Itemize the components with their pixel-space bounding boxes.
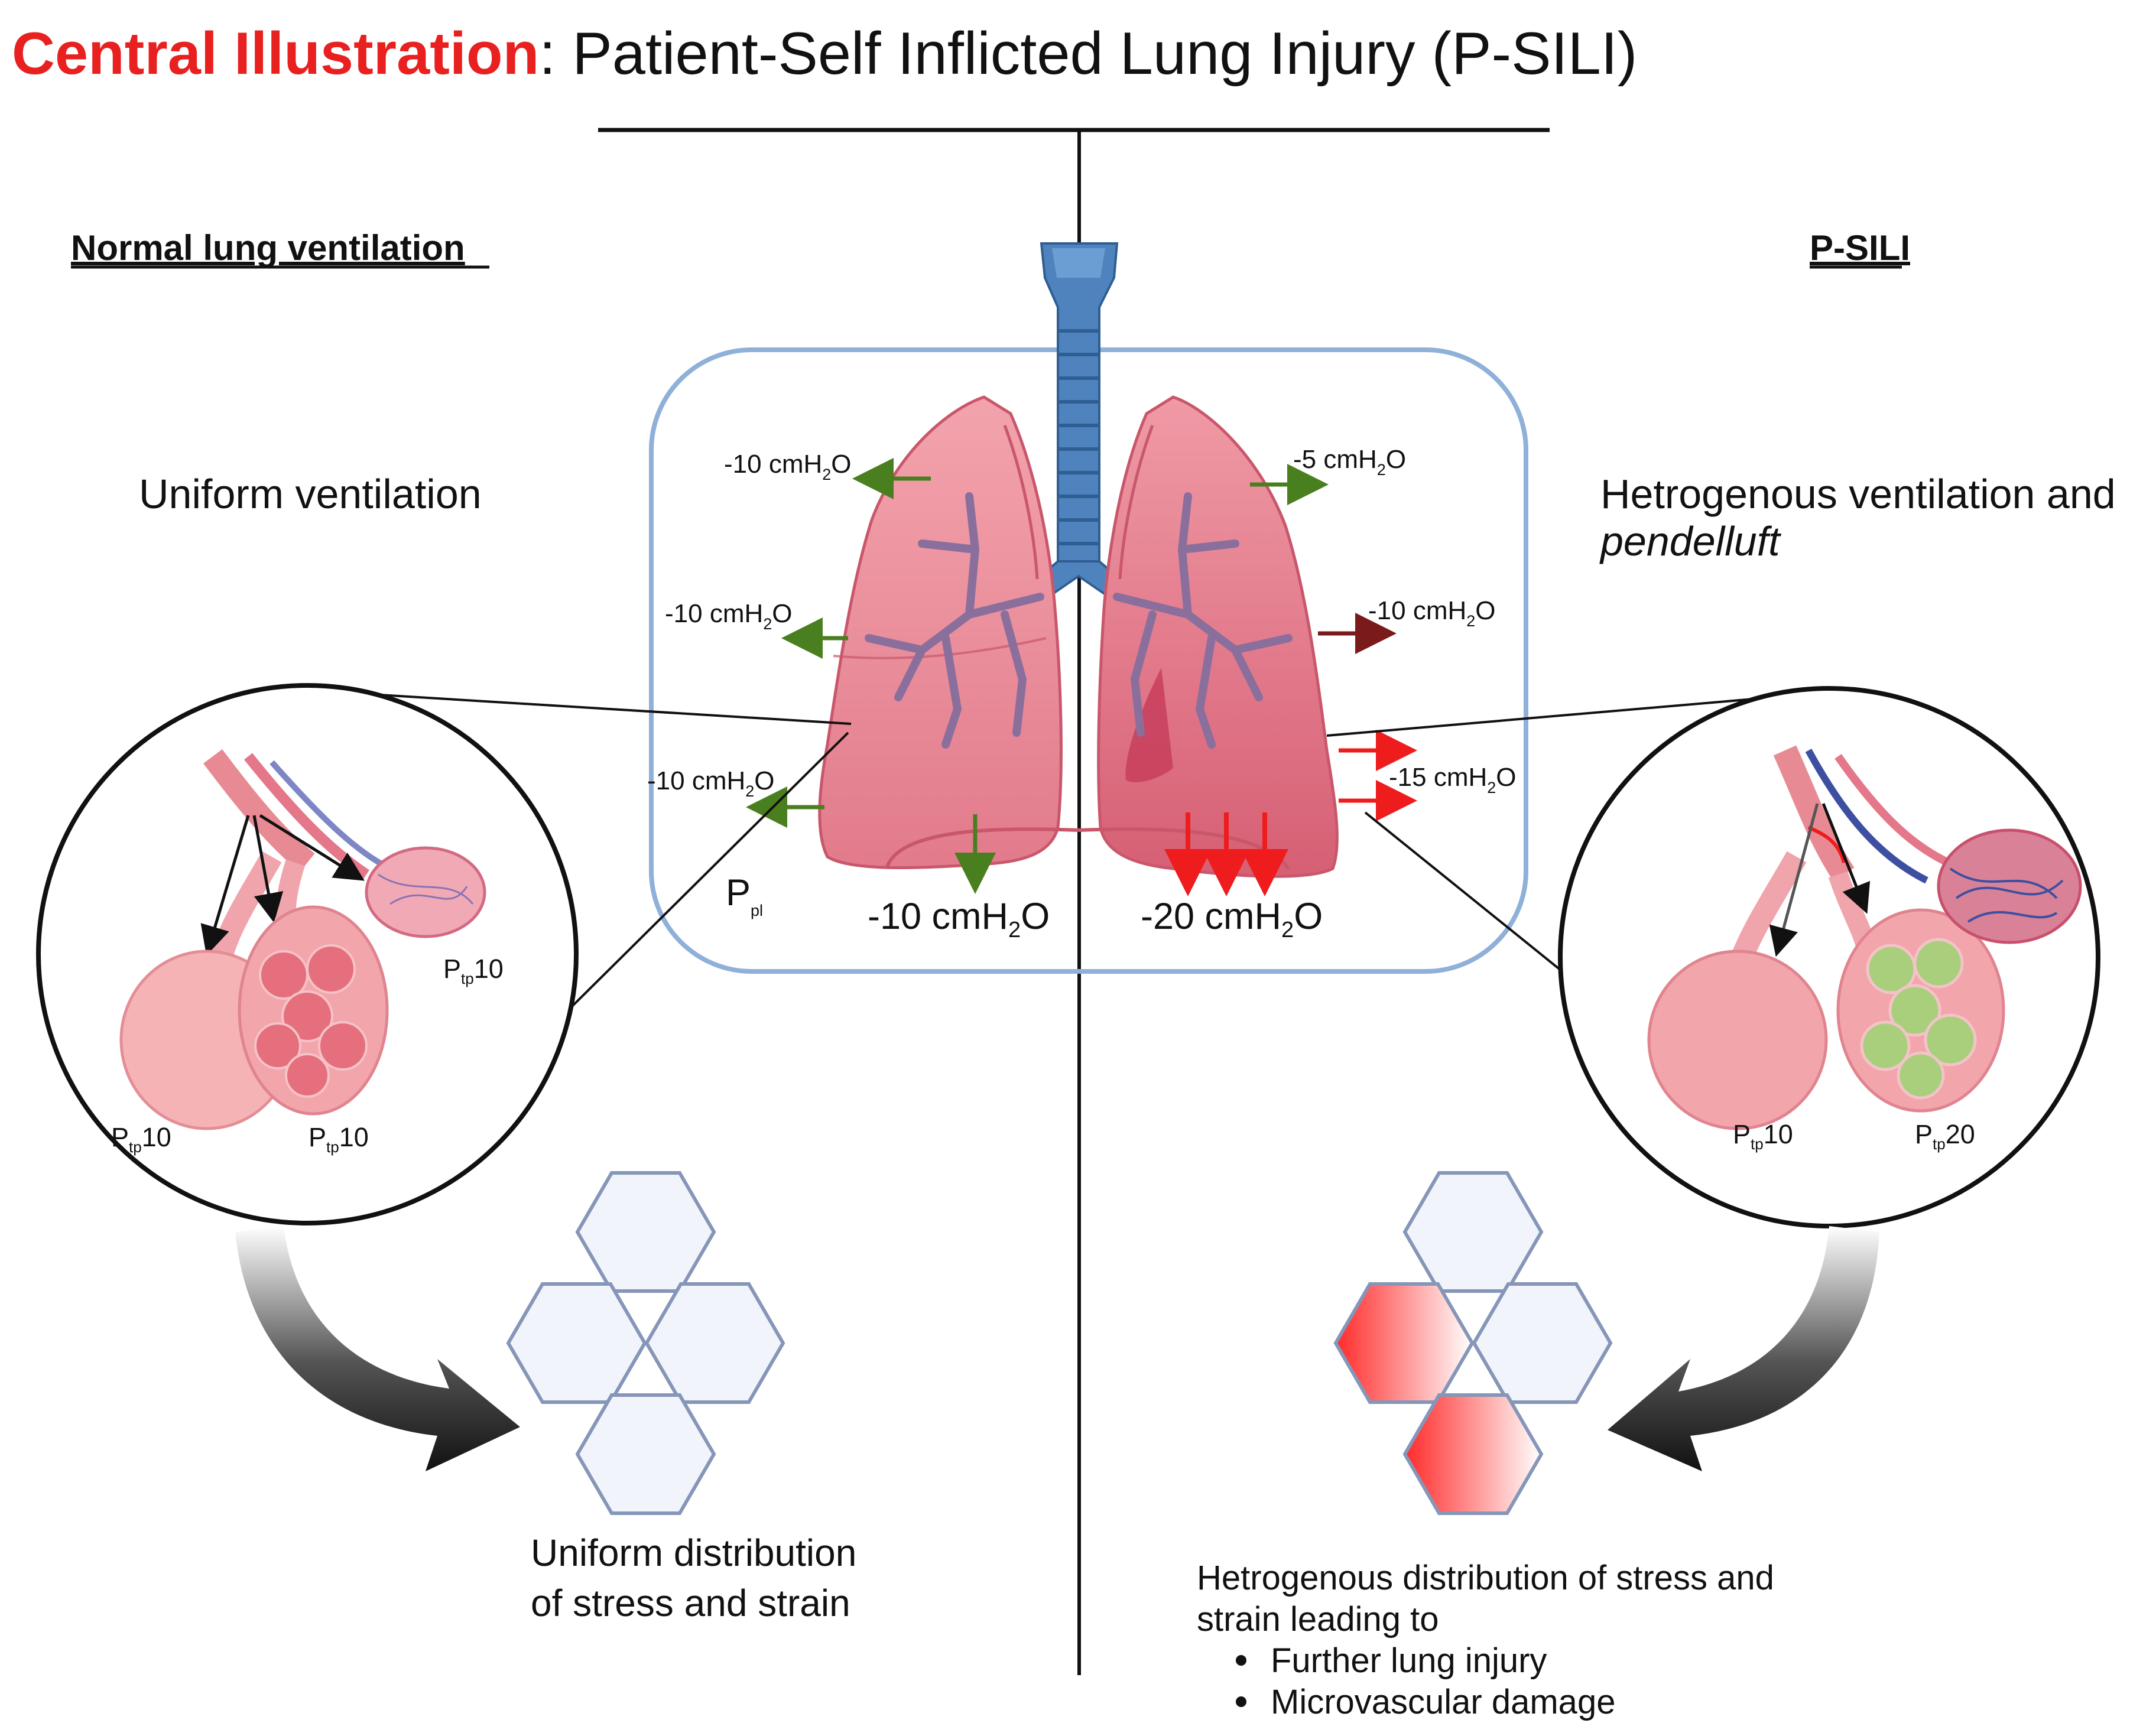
right-caption-line2: strain leading to (1197, 1600, 1439, 1639)
right-bullet-item: Further lung injury (1271, 1641, 1547, 1680)
right-hexagon-grid (1333, 1171, 1613, 1515)
hexagon-cell (575, 1393, 716, 1515)
bullet-dot (1236, 1696, 1246, 1707)
title-highlight: Central Illustration (12, 21, 539, 87)
right-pressure-label: -15 cmH2O (1389, 763, 1517, 797)
page-title: Central Illustration: Patient-Self Infli… (12, 21, 1637, 87)
right-description-line2: pendelluft (1599, 518, 1781, 564)
left-pressure-label: -10 cmH2O (724, 450, 852, 483)
left-alveoli-icon (119, 749, 486, 1130)
right-alveoli-icon (1647, 745, 2082, 1130)
left-ptp-label-lower-left: Ptp10 (111, 1122, 171, 1156)
left-pressure-label: -10 cmH2O (647, 766, 775, 800)
right-pressure-arrows (1164, 464, 1417, 896)
right-bullet-item: Microvascular damage (1271, 1683, 1615, 1721)
left-curved-arrow-icon (235, 1226, 520, 1471)
bullet-dot (1236, 1655, 1246, 1666)
diaphragm-left-pressure: -10 cmH2O (868, 896, 1050, 942)
right-heading: P-SILI (1810, 228, 1910, 268)
right-description-line1: Hetrogenous ventilation and (1600, 471, 2116, 517)
left-ptp-label-lower-right: Ptp10 (309, 1122, 369, 1156)
hexagon-cell (1472, 1282, 1613, 1404)
hexagon-cell (1402, 1393, 1544, 1515)
left-pressure-label: -10 cmH2O (665, 599, 793, 633)
diaphragm-line (885, 827, 1290, 870)
hexagon-cell (575, 1171, 716, 1293)
left-caption-line1: Uniform distribution (531, 1532, 856, 1574)
left-description: Uniform ventilation (139, 471, 482, 517)
left-hexagon-grid (506, 1171, 785, 1515)
right-ptp-label-right: Ptp20 (1915, 1119, 1975, 1153)
left-heading: Normal lung ventilation (71, 228, 465, 268)
hexagon-cell (1402, 1171, 1544, 1293)
right-curved-arrow-icon (1608, 1226, 1879, 1471)
right-pressure-label: -10 cmH2O (1368, 596, 1496, 630)
right-ptp-label-left: Ptp10 (1733, 1119, 1793, 1153)
left-ptp-label-upper: Ptp10 (443, 954, 504, 987)
left-lung-icon (818, 395, 1063, 869)
pleural-pressure-label: Ppl (726, 872, 763, 919)
diaphragm-right-pressure: -20 cmH2O (1141, 896, 1323, 942)
hexagon-cell (506, 1282, 647, 1404)
hexagon-cell (644, 1282, 785, 1404)
left-caption-line2: of stress and strain (531, 1582, 850, 1624)
hexagon-cell (1333, 1282, 1475, 1404)
right-caption-line1: Hetrogenous distribution of stress and (1197, 1559, 1774, 1597)
title-rest: : Patient-Self Inflicted Lung Injury (P-… (539, 21, 1637, 87)
right-lung-icon (1097, 395, 1339, 878)
right-pressure-label: -5 cmH2O (1293, 445, 1406, 479)
right-alveoli-zoom (1558, 686, 2100, 1228)
